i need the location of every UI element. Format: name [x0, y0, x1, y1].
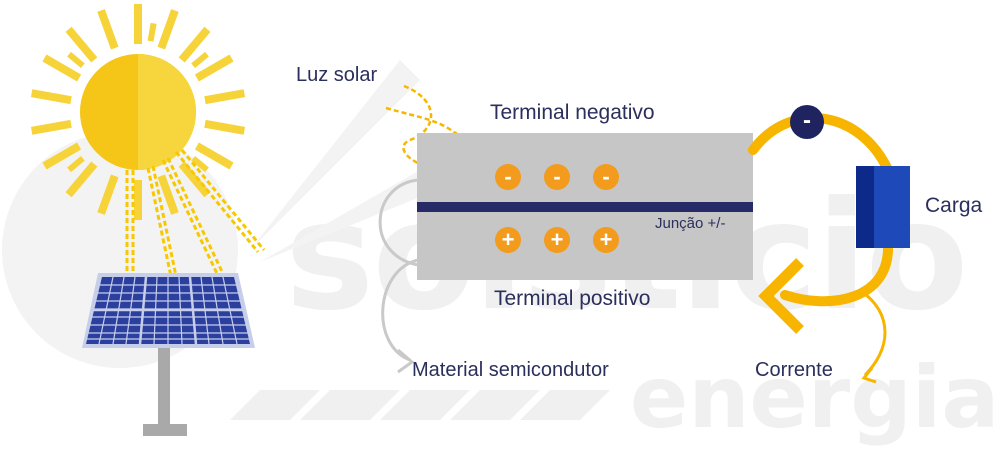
watermark-line2: energia	[630, 348, 1000, 448]
negative-charges	[495, 164, 619, 190]
negative-charge-2: -	[553, 164, 561, 189]
positive-charge-3: +	[599, 227, 613, 252]
load-block	[856, 166, 910, 248]
negative-terminal-label: Terminal negativo	[490, 101, 655, 124]
sun-icon	[80, 54, 196, 170]
solar-panel	[82, 273, 255, 436]
positive-charge-1: +	[501, 227, 515, 252]
positive-terminal-label: Terminal positivo	[494, 287, 651, 310]
negative-charge-3: -	[602, 164, 610, 189]
circuit-electron-icon	[790, 105, 824, 139]
negative-charge-1: -	[504, 164, 512, 189]
current-label: Corrente	[755, 359, 833, 381]
semiconductor-arrows	[378, 178, 419, 374]
positive-charge-2: +	[550, 227, 564, 252]
current-label-arrow	[859, 288, 887, 384]
sun-rays	[30, 4, 246, 220]
watermark-stripes	[230, 390, 610, 420]
semiconductor-label: Material semicondutor	[412, 359, 609, 381]
semiconductor-block	[417, 133, 753, 280]
sunlight-label: Luz solar	[296, 64, 378, 86]
load-label: Carga	[925, 194, 983, 217]
positive-charges	[495, 227, 619, 253]
current-arrowhead	[758, 258, 804, 334]
junction-label: Junção +/-	[655, 215, 726, 232]
circuit-electron-symbol: -	[803, 107, 811, 134]
current-circuit	[748, 113, 894, 307]
